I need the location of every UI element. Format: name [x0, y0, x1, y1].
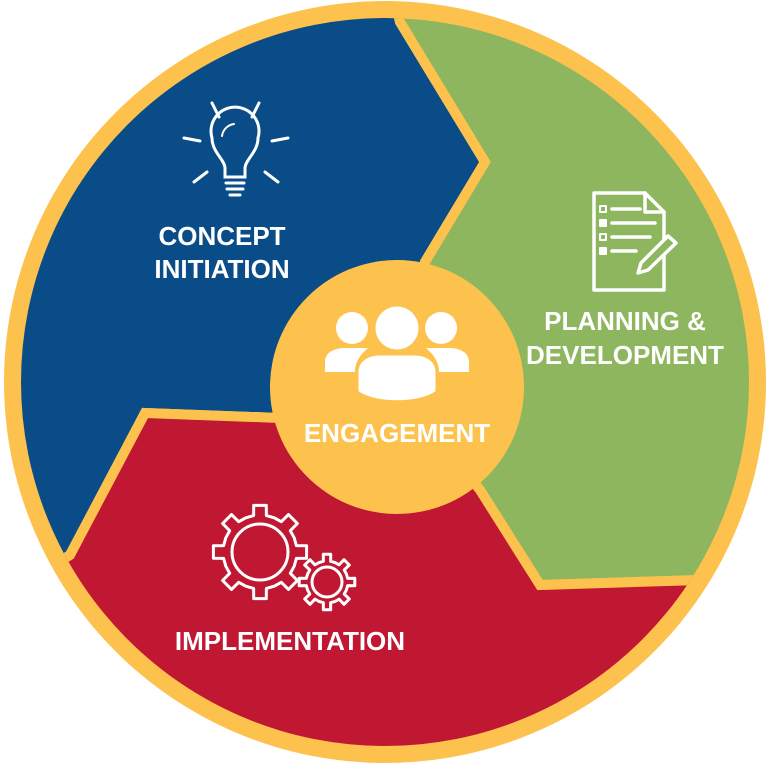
- gears-icon: [211, 503, 357, 612]
- small-gear-icon: [297, 552, 357, 612]
- stage-label-implementation: IMPLEMENTATION: [175, 626, 405, 656]
- large-gear-icon: [211, 503, 309, 601]
- stage-label-planning-line1: PLANNING &: [544, 306, 706, 336]
- lightbulb-icon: [182, 101, 290, 197]
- stage-label-concept-line2: INITIATION: [154, 254, 289, 284]
- implementation-segment: [21, 381, 749, 746]
- stage-label-planning-line2: DEVELOPMENT: [526, 340, 724, 370]
- stage-label-concept-line1: CONCEPT: [158, 221, 285, 251]
- checklist-document-icon: [592, 191, 678, 292]
- center-label: ENGAGEMENT: [304, 418, 490, 448]
- people-icon: [325, 303, 469, 404]
